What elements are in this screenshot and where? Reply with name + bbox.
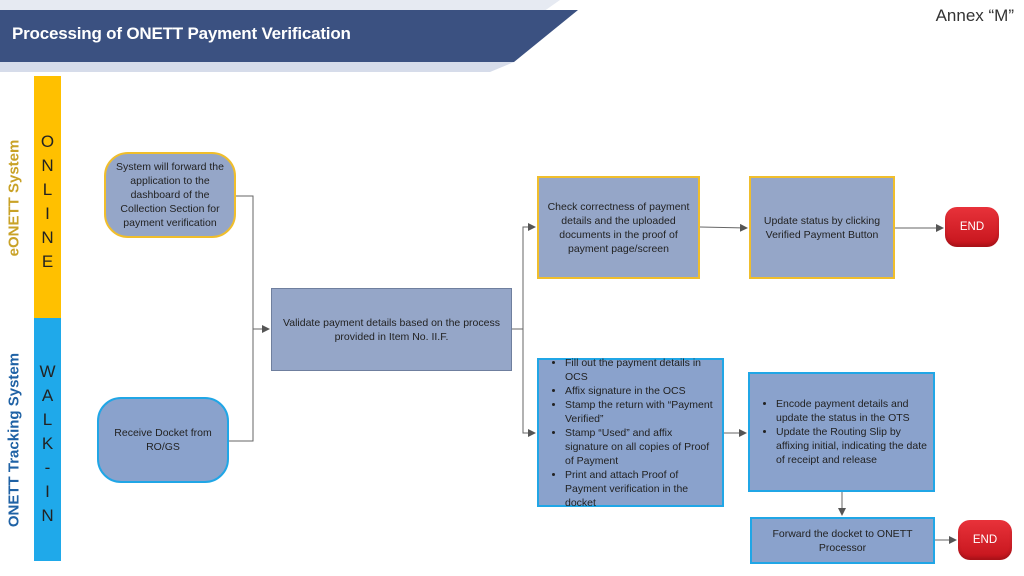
list-item: Update the Routing Slip by affixing init…: [776, 425, 929, 467]
forward-docket-text: Forward the docket to ONETT Processor: [772, 527, 913, 554]
system-forward-text: System will forward the application to t…: [116, 161, 224, 229]
walkin-letter: I: [45, 482, 50, 501]
walkin-channel-bar: W A L K - I N: [34, 318, 61, 561]
online-letter: I: [45, 204, 50, 223]
walkin-letters: W A L K - I N: [34, 360, 61, 528]
list-item: Stamp the return with “Payment Verified”: [565, 398, 718, 426]
check-correctness-text: Check correctness of payment details and…: [547, 200, 690, 255]
system-forward-node: System will forward the application to t…: [104, 152, 236, 238]
onett-tracking-system-label: ONETT Tracking System: [5, 352, 23, 528]
eonett-system-label: eONETT System: [5, 139, 23, 257]
connector-to-fill: [522, 329, 536, 437]
list-item: Print and attach Proof of Payment verifi…: [565, 468, 718, 510]
online-letter: E: [41, 252, 54, 271]
list-item: Fill out the payment details in OCS: [565, 356, 718, 384]
walkin-letter: -: [44, 458, 51, 477]
fill-out-payment-node: Fill out the payment details in OCS Affi…: [537, 356, 724, 510]
online-channel-bar: O N L I N E: [34, 76, 61, 318]
list-item: Affix signature in the OCS: [565, 384, 718, 398]
end-label: END: [959, 221, 985, 233]
forward-docket-node: Forward the docket to ONETT Processor: [750, 517, 935, 564]
connector-forward-to-validate: [236, 195, 270, 333]
connector-check-to-update: [699, 223, 748, 232]
walkin-letter: W: [39, 362, 56, 381]
check-correctness-node: Check correctness of payment details and…: [537, 176, 700, 279]
walkin-letter: N: [41, 506, 54, 525]
validate-payment-node: Validate payment details based on the pr…: [271, 288, 512, 371]
walkin-letter: L: [42, 410, 53, 429]
update-status-node: Update status by clicking Verified Payme…: [749, 176, 895, 279]
end-label: END: [972, 534, 998, 546]
walkin-letter: A: [41, 386, 54, 405]
online-letter: L: [42, 180, 53, 199]
page-title: Processing of ONETT Payment Verification: [12, 24, 351, 43]
online-letters: O N L I N E: [34, 130, 61, 274]
end-terminal-walkin: END: [958, 520, 1012, 560]
receive-docket-text: Receive Docket from RO/GS: [114, 427, 212, 453]
list-item: Encode payment details and update the st…: [776, 397, 929, 425]
annex-label: Annex “M”: [935, 6, 1014, 25]
online-letter: O: [40, 132, 55, 151]
connector-to-check: [522, 223, 536, 329]
encode-steps-list: Encode payment details and update the st…: [754, 397, 929, 467]
encode-payment-node: Encode payment details and update the st…: [748, 372, 935, 492]
end-terminal-online: END: [945, 207, 999, 247]
receive-docket-node: Receive Docket from RO/GS: [97, 397, 229, 483]
fill-out-steps-list: Fill out the payment details in OCS Affi…: [543, 356, 718, 510]
online-letter: N: [41, 156, 54, 175]
update-status-text: Update status by clicking Verified Payme…: [763, 214, 881, 241]
connector-receive-to-validate: [229, 329, 254, 442]
header-banner: [0, 0, 578, 72]
online-letter: N: [41, 228, 54, 247]
validate-payment-text: Validate payment details based on the pr…: [283, 316, 500, 343]
list-item: Stamp “Used” and affix signature on all …: [565, 426, 718, 468]
walkin-letter: K: [41, 434, 54, 453]
